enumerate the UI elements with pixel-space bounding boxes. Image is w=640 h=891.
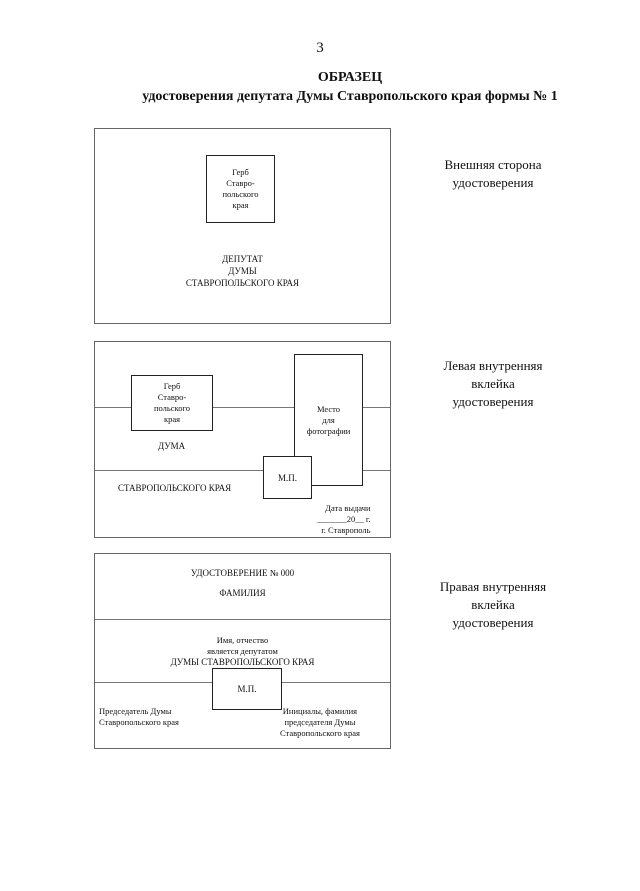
chairman-left-block: Председатель Думы Ставропольского края	[99, 706, 179, 728]
left-inner-panel: Герб Ставро- польского края Место для фо…	[94, 341, 391, 538]
emblem-line: Ставро-	[157, 392, 187, 402]
emblem-placeholder: Герб Ставро- польского края	[206, 155, 275, 223]
chairman-line: председателя Думы	[284, 717, 356, 727]
duma-label: ДУМА	[158, 441, 186, 451]
region-label: СТАВРОПОЛЬСКОГО КРАЯ	[118, 483, 232, 493]
emblem-line: Герб	[232, 167, 249, 177]
deputy-line: ДЕПУТАТ	[222, 254, 263, 264]
emblem-line: польского	[222, 189, 259, 199]
stamp-placeholder: М.П.	[212, 668, 282, 710]
emblem-line: края	[163, 414, 181, 424]
chairman-right-block: Инициалы, фамилия председателя Думы Став…	[280, 706, 360, 739]
emblem-line: Герб	[163, 381, 181, 391]
deputy-line: СТАВРОПОЛЬСКОГО КРАЯ	[185, 278, 300, 288]
chairman-line: Ставропольского края	[280, 728, 360, 738]
emblem-line: польского	[153, 403, 191, 413]
right-inner-panel: УДОСТОВЕРЕНИЕ № 000 ФАМИЛИЯ Имя, отчеств…	[94, 553, 391, 749]
divider-line	[95, 470, 390, 471]
divider-line	[95, 407, 390, 408]
divider-line	[95, 619, 390, 620]
label-line: вклейка	[471, 376, 515, 391]
document-title: ОБРАЗЕЦ	[317, 70, 383, 85]
deputy-line: ДУМЫ	[228, 266, 257, 276]
photo-line: Место	[316, 403, 341, 414]
issue-date-line: г. Ставрополь	[321, 525, 371, 535]
left-inner-label: Левая внутренняя вклейка удостоверения	[410, 357, 576, 411]
chairman-line: Инициалы, фамилия	[282, 706, 358, 716]
photo-line: фотографии	[306, 425, 351, 436]
stamp-placeholder: М.П.	[263, 456, 312, 499]
label-line: удостоверения	[452, 394, 534, 409]
emblem-line: края	[232, 200, 249, 210]
surname-field: ФАМИЛИЯ	[219, 588, 266, 598]
issue-date-line: _______20__ г.	[317, 514, 371, 524]
emblem-placeholder: Герб Ставро- польского края	[131, 375, 213, 431]
outer-side-label: Внешняя сторона удостоверения	[410, 156, 576, 192]
name-line: Имя, отчество	[216, 635, 269, 645]
label-line: вклейка	[471, 597, 515, 612]
document-subtitle: удостоверения депутата Думы Ставропольск…	[142, 89, 558, 104]
duma-full-name: ДУМЫ СТАВРОПОЛЬСКОГО КРАЯ	[170, 657, 315, 667]
deputy-title: ДЕПУТАТ ДУМЫ СТАВРОПОЛЬСКОГО КРАЯ	[95, 253, 390, 289]
label-line: удостоверения	[452, 175, 534, 190]
emblem-line: Ставро-	[226, 178, 255, 188]
chairman-line: Ставропольского края	[99, 717, 179, 727]
label-line: Правая внутренняя	[439, 579, 547, 594]
photo-line: для	[322, 414, 335, 425]
page-number: 3	[316, 40, 324, 56]
photo-placeholder: Место для фотографии	[294, 354, 363, 486]
right-inner-label: Правая внутренняя вклейка удостоверения	[410, 578, 576, 632]
issue-date-line: Дата выдачи	[325, 503, 371, 513]
certificate-number: УДОСТОВЕРЕНИЕ № 000	[190, 568, 295, 578]
label-line: удостоверения	[452, 615, 534, 630]
is-deputy-line: является депутатом	[207, 646, 278, 656]
outer-side-panel: Герб Ставро- польского края ДЕПУТАТ ДУМЫ…	[94, 128, 391, 324]
label-line: Левая внутренняя	[443, 358, 543, 373]
chairman-line: Председатель Думы	[99, 706, 172, 716]
issue-date-block: Дата выдачи _______20__ г. г. Ставрополь	[317, 503, 371, 536]
label-line: Внешняя сторона	[444, 157, 542, 172]
